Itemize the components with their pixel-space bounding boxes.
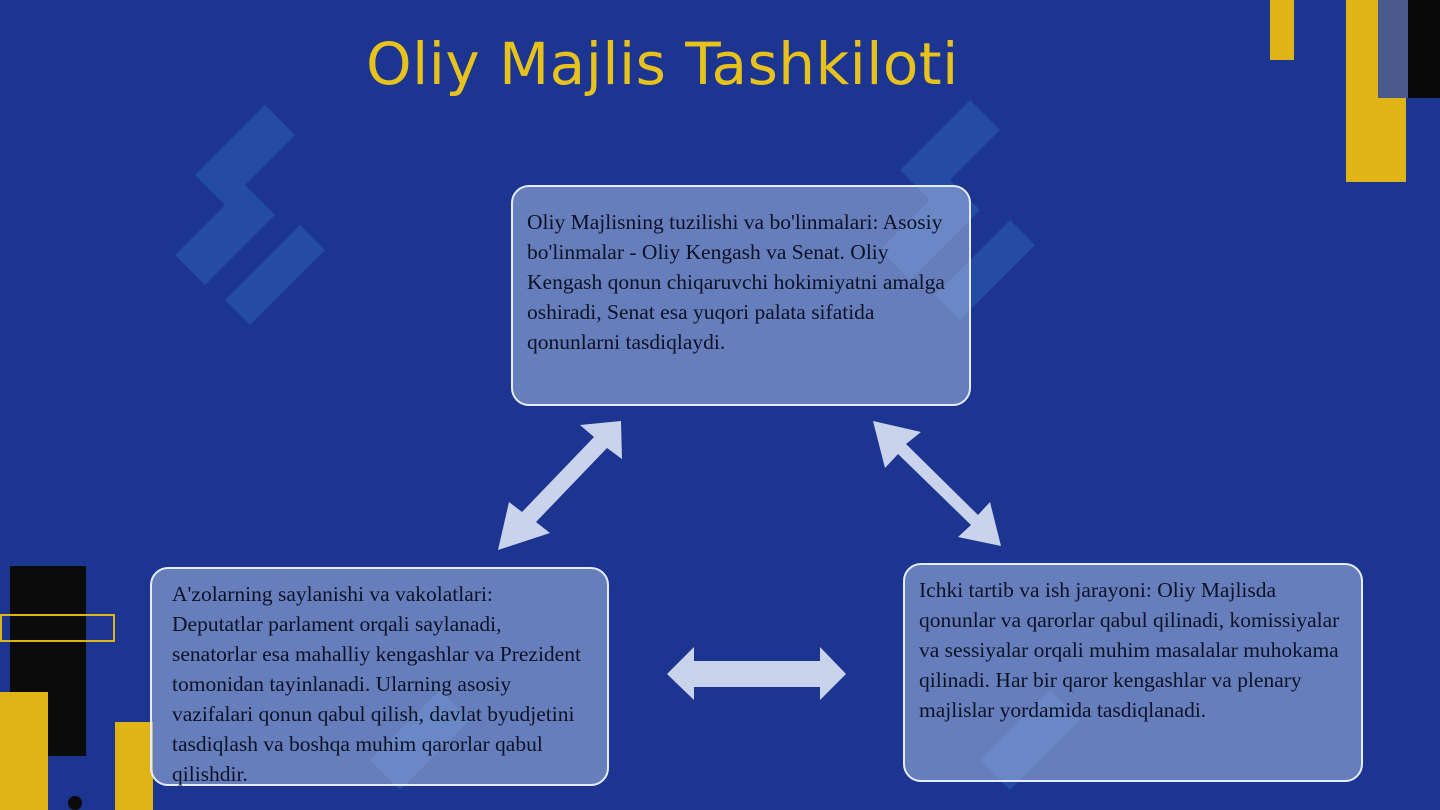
double-arrow-horizontal [667,647,846,700]
deco-bar-gray [1378,0,1408,98]
deco-bar-yellow [0,692,48,810]
deco-frame [0,614,115,642]
double-arrow-top-left [498,421,622,550]
deco-bar-yellow [115,722,153,810]
deco-bar-yellow [1270,0,1294,60]
node-members: A'zolarning saylanishi va vakolatlari: D… [150,567,609,786]
deco-dot [68,796,82,810]
node-structure: Oliy Majlisning tuzilishi va bo'linmalar… [511,185,971,406]
double-arrow-top-right [873,421,1001,546]
node-procedure: Ichki tartib va ish jarayoni: Oliy Majli… [903,563,1363,782]
watermark-shape [175,105,295,285]
slide-title: Oliy Majlis Tashkiloti [366,30,959,98]
watermark-shape [225,225,325,325]
